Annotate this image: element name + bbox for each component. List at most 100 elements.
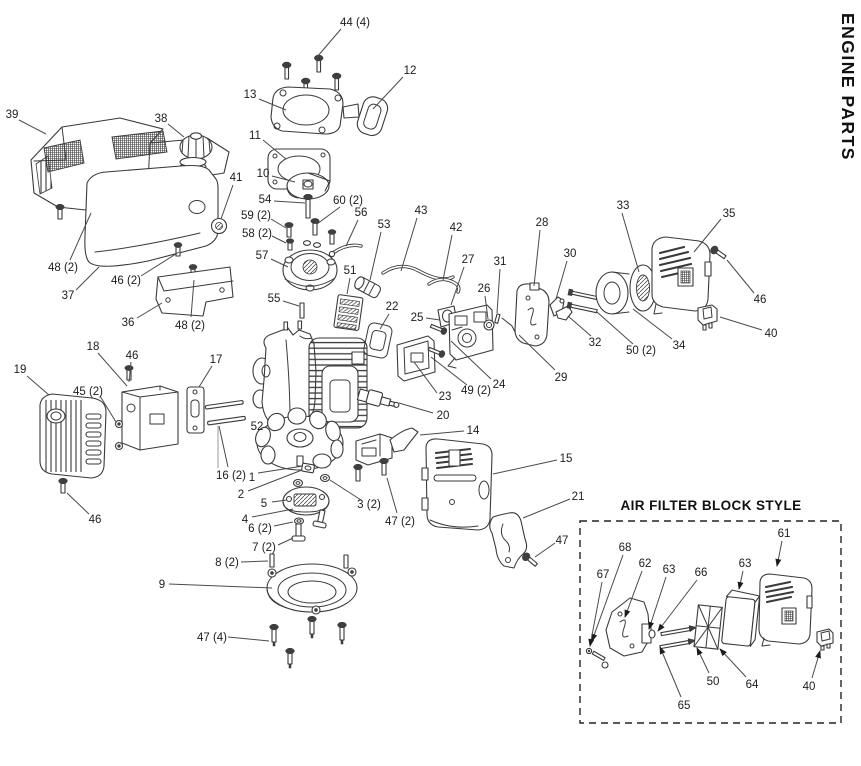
stop-switch-detail bbox=[702, 324, 707, 331]
inset-screws-detail-detail bbox=[688, 625, 698, 632]
fuel-lines-detail bbox=[354, 276, 382, 299]
muffler-front-detail-detail bbox=[440, 327, 448, 335]
part-label-35: 35 bbox=[723, 208, 736, 220]
starter-hardware-detail bbox=[305, 197, 311, 219]
part-label-22: 22 bbox=[386, 301, 399, 313]
leader-line bbox=[369, 231, 382, 281]
module-screws bbox=[353, 457, 389, 482]
starter-hardware-detail bbox=[302, 240, 312, 246]
cover-screw-detail bbox=[710, 245, 719, 255]
housing-screws-detail bbox=[272, 641, 276, 647]
starter-bolts-detail bbox=[301, 77, 311, 85]
part-label-63: 63 bbox=[663, 564, 676, 576]
leader-line bbox=[567, 315, 592, 337]
part-label-47-4: 47 (4) bbox=[197, 632, 227, 644]
clutch-assembly-detail bbox=[301, 462, 315, 474]
spark-plug-detail bbox=[393, 401, 400, 408]
stop-switch-detail bbox=[702, 306, 713, 320]
leader-line bbox=[277, 537, 294, 546]
leader-line bbox=[257, 465, 304, 474]
cylinder-detail bbox=[329, 379, 351, 413]
leader-line bbox=[270, 218, 287, 229]
part-label-16-2: 16 (2) bbox=[216, 470, 246, 482]
filter-screws-detail-detail bbox=[569, 303, 598, 314]
spark-plug bbox=[356, 388, 400, 408]
starter-housing bbox=[270, 86, 360, 135]
carb-oring-detail bbox=[486, 322, 492, 328]
filter-cover bbox=[651, 236, 712, 315]
clutch-assembly-detail bbox=[293, 493, 317, 507]
leader-line bbox=[66, 492, 90, 515]
inset-primer-parts-detail bbox=[601, 661, 609, 669]
clutch-housing-detail bbox=[287, 580, 337, 604]
flywheel-detail bbox=[293, 432, 307, 442]
part-label-30: 30 bbox=[564, 248, 577, 260]
part-label-26: 26 bbox=[478, 283, 491, 295]
tank-bracket-detail bbox=[173, 242, 183, 248]
starter-hardware-detail bbox=[327, 229, 337, 235]
carburetor-detail bbox=[454, 315, 468, 326]
starter-bolts-detail bbox=[314, 54, 324, 62]
part-label-45-2: 45 (2) bbox=[73, 386, 103, 398]
part-label-63: 63 bbox=[739, 558, 752, 570]
part-label-56: 56 bbox=[355, 207, 368, 219]
cylinder-detail bbox=[321, 365, 359, 423]
grommet bbox=[210, 217, 228, 235]
carb-oring bbox=[483, 319, 495, 331]
exhaust-gasket-detail bbox=[369, 329, 387, 351]
starter-cup-detail bbox=[284, 277, 336, 287]
starter-hardware-detail bbox=[285, 238, 295, 244]
leader-line bbox=[425, 317, 441, 321]
filter-cover-detail bbox=[680, 270, 691, 284]
leader-line bbox=[18, 119, 47, 135]
leader-line bbox=[696, 647, 710, 674]
part-label-24: 24 bbox=[493, 379, 506, 391]
part-label-46-2: 46 (2) bbox=[111, 275, 141, 287]
part-label-27: 27 bbox=[462, 254, 475, 266]
part-label-51: 51 bbox=[344, 265, 357, 277]
starter-hardware-detail bbox=[312, 221, 318, 236]
leader-line bbox=[379, 313, 390, 330]
leader-line bbox=[273, 521, 294, 527]
grommet-detail bbox=[215, 222, 223, 230]
clutch-assembly-detail-detail bbox=[304, 465, 312, 471]
starter-housing-detail bbox=[318, 126, 326, 134]
inset-screws-detail-detail bbox=[687, 638, 697, 645]
clutch-assembly-detail bbox=[292, 478, 304, 488]
flywheel-detail bbox=[260, 445, 276, 465]
inset-screws-detail-detail bbox=[660, 627, 691, 637]
starter-hardware-detail bbox=[284, 222, 294, 228]
inset-cover-detail bbox=[784, 610, 794, 622]
clutch-housing-detail bbox=[350, 570, 354, 574]
leader-line bbox=[240, 560, 269, 563]
clutch-assembly bbox=[282, 462, 331, 542]
part-label-4: 4 bbox=[242, 514, 249, 526]
muffler-bolts-detail-detail bbox=[207, 415, 246, 426]
muffler-gasket-plate-detail bbox=[186, 386, 205, 434]
leader-line bbox=[726, 259, 755, 294]
filter-element bbox=[595, 271, 630, 315]
filter-back-plate bbox=[514, 282, 550, 347]
leader-line bbox=[657, 579, 698, 632]
reed-plate bbox=[333, 294, 364, 331]
part-label-60-2: 60 (2) bbox=[333, 195, 363, 207]
part-label-15: 15 bbox=[560, 453, 573, 465]
starter-handle-detail bbox=[356, 96, 389, 137]
stop-switch-detail bbox=[708, 322, 713, 329]
starter-housing-detail bbox=[270, 86, 344, 135]
tank-bracket-detail bbox=[165, 297, 171, 303]
exhaust-gasket bbox=[363, 322, 393, 359]
part-label-34: 34 bbox=[673, 340, 686, 352]
starter-housing-detail bbox=[342, 103, 360, 119]
part-label-28: 28 bbox=[536, 217, 549, 229]
starter-housing-detail bbox=[279, 89, 287, 97]
filter-screws-detail bbox=[567, 288, 599, 301]
crankcase bbox=[252, 320, 317, 429]
part-label-38: 38 bbox=[155, 113, 168, 125]
leader-line bbox=[588, 581, 603, 647]
clutch-assembly-detail bbox=[285, 495, 293, 503]
muffler-gasket-plate-detail bbox=[190, 399, 200, 418]
muffler-shield-detail bbox=[58, 477, 68, 485]
leader-line bbox=[648, 576, 667, 630]
